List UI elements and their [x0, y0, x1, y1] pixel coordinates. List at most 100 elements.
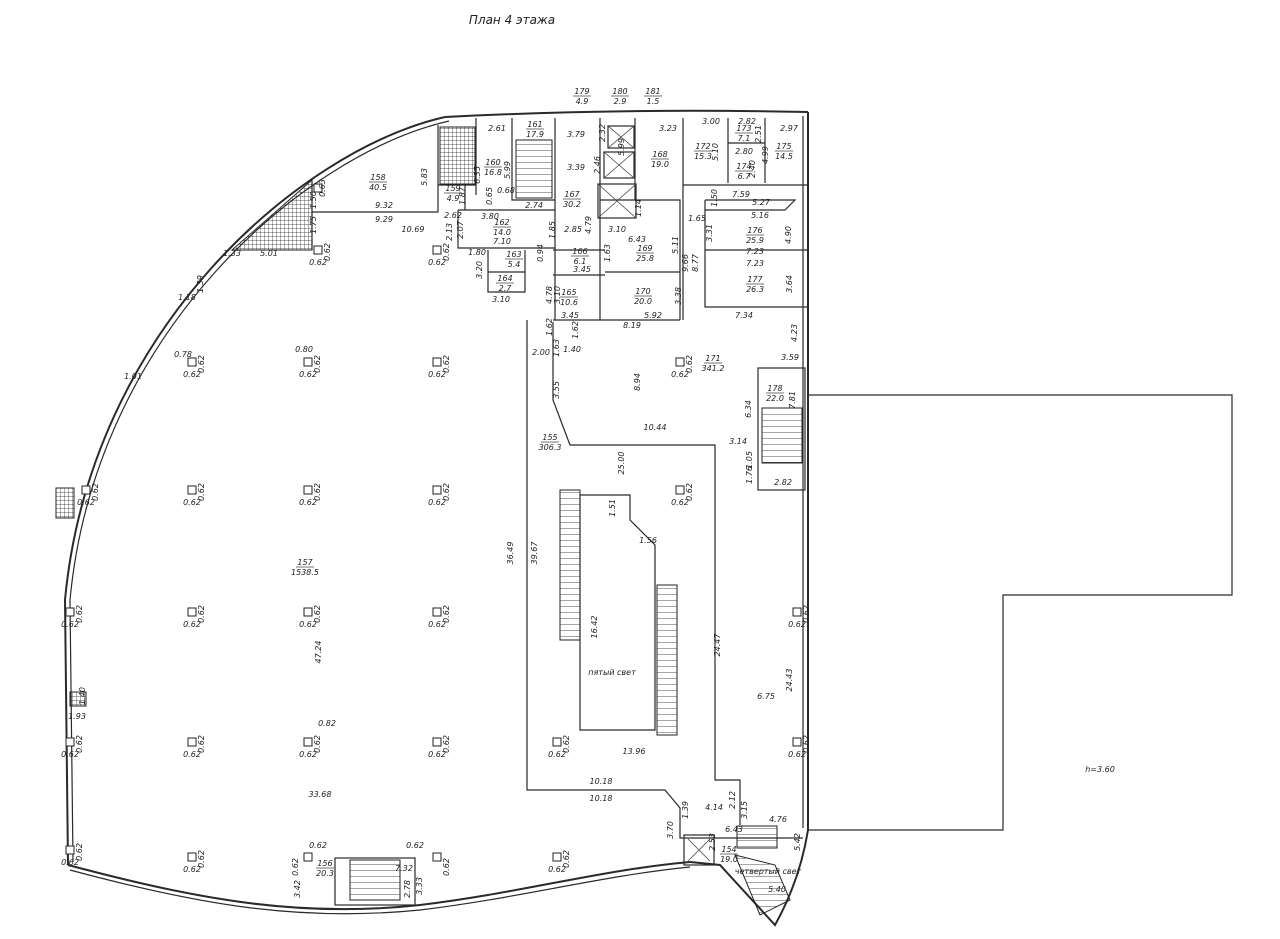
column	[792, 737, 802, 747]
dimension-label: 47.24	[314, 641, 323, 664]
room-number: 162	[494, 218, 509, 227]
ceiling-height-label: h=3.60	[1085, 765, 1115, 774]
dimension-label: 0.78	[174, 350, 192, 359]
dimension-label: 5.83	[420, 168, 429, 186]
dimension-label: 1.65	[688, 214, 706, 223]
column-size-label: 0.62	[299, 620, 317, 629]
room-area: 10.6	[560, 298, 578, 307]
column	[675, 357, 685, 367]
column-size-label: 0.62	[183, 370, 201, 379]
room-number: 158	[370, 173, 385, 182]
dimension-label: 39.67	[530, 541, 539, 565]
room-number: 177	[747, 275, 763, 284]
column-size-label: 0.62	[442, 355, 451, 373]
fourth-light-label: четвертый свет	[735, 867, 802, 876]
column	[313, 245, 323, 255]
dimension-label: 1.50	[710, 189, 719, 207]
column-size-label: 0.62	[309, 258, 327, 267]
dimension-label: 6.35	[473, 166, 482, 184]
dimension-label: 3.38	[674, 287, 683, 305]
dimension-label: 2.74	[525, 201, 543, 210]
column	[65, 845, 75, 855]
room-number: 176	[747, 226, 762, 235]
dimension-label: 3.23	[659, 124, 677, 133]
column-size-label: 0.62	[406, 841, 424, 850]
column-size-label: 0.62	[685, 483, 694, 501]
column	[303, 357, 313, 367]
column	[303, 852, 313, 862]
room-number: 180	[612, 87, 627, 96]
dimension-label: 1.87	[458, 186, 467, 205]
dimension-label: 3.45	[561, 311, 579, 320]
column-size-label: 0.62	[313, 605, 322, 623]
column-size-label: 0.62	[548, 865, 566, 874]
column	[303, 607, 313, 617]
room-number: 156	[317, 859, 332, 868]
dimension-label: 5.42	[793, 833, 802, 851]
dimension-label: 7.10	[493, 237, 511, 246]
column	[792, 607, 802, 617]
room-area: 14.0	[493, 228, 511, 237]
room-number: 181	[645, 87, 660, 96]
room-area: 25.8	[636, 254, 654, 263]
room-area: 16.8	[484, 168, 502, 177]
dimension-label: 2.51	[754, 125, 763, 143]
column-size-label: 0.62	[428, 370, 446, 379]
dimension-label: 0.63	[318, 179, 327, 197]
column-size-label: 0.62	[197, 605, 206, 623]
dimension-label: 24.43	[785, 669, 794, 692]
column-size-label: 0.62	[671, 498, 689, 507]
column-size-label: 0.62	[671, 370, 689, 379]
room-area: 306.3	[539, 443, 562, 452]
column-size-label: 0.62	[442, 858, 451, 876]
column-size-label: 0.62	[75, 843, 84, 861]
room-number: 167	[564, 190, 580, 199]
room-number: 155	[542, 433, 557, 442]
column	[303, 737, 313, 747]
dimension-label: 4.79	[584, 216, 593, 234]
column-size-label: 0.62	[802, 735, 811, 753]
column-size-label: 0.62	[428, 750, 446, 759]
column	[432, 737, 442, 747]
column-size-label: 0.62	[77, 498, 95, 507]
dimension-label: 3.59	[781, 353, 799, 362]
column-size-label: 0.62	[323, 243, 332, 261]
column-size-label: 0.62	[197, 355, 206, 373]
column-size-label: 0.62	[442, 735, 451, 753]
room-number: 163	[506, 250, 521, 259]
dimension-label: 2.00	[532, 348, 550, 357]
dimension-label: 1.63	[603, 244, 612, 262]
room-area: 20.0	[634, 297, 652, 306]
dimension-label: 5.11	[671, 236, 680, 254]
dimension-label: 7.59	[732, 190, 750, 199]
dimension-label: 1.93	[68, 712, 86, 721]
column-size-label: 0.62	[313, 355, 322, 373]
dimension-label: 9.66	[681, 254, 690, 272]
room-number: 173	[736, 124, 751, 133]
room-number: 165	[561, 288, 576, 297]
column-size-label: 0.62	[61, 620, 79, 629]
dimension-label: 1.05	[745, 451, 754, 469]
dimension-label: 3.20	[475, 261, 484, 279]
dimension-label: 3.45	[573, 265, 591, 274]
dimension-label: 1.62	[545, 318, 554, 336]
fifth-light-label: пятый свет	[588, 668, 636, 677]
room-number: 154	[721, 845, 736, 854]
dimension-label: 3.31	[705, 224, 714, 242]
dimension-label: 10.69	[402, 225, 425, 234]
room-number: 179	[574, 87, 589, 96]
column-size-label: 0.62	[562, 850, 571, 868]
dimension-label: 5.99	[617, 138, 626, 156]
dimension-label: 7.23	[746, 247, 764, 256]
dimension-label: 0.80	[295, 345, 313, 354]
dimension-label: 1.51	[608, 499, 617, 517]
dimension-label: 3.14	[729, 437, 747, 446]
column-size-label: 0.62	[428, 258, 446, 267]
column	[432, 485, 442, 495]
dimension-label: 24.47	[713, 633, 722, 657]
dimension-label: 1.39	[681, 801, 690, 819]
dimension-label: 1.63	[552, 339, 561, 357]
column-size-label: 0.62	[61, 750, 79, 759]
